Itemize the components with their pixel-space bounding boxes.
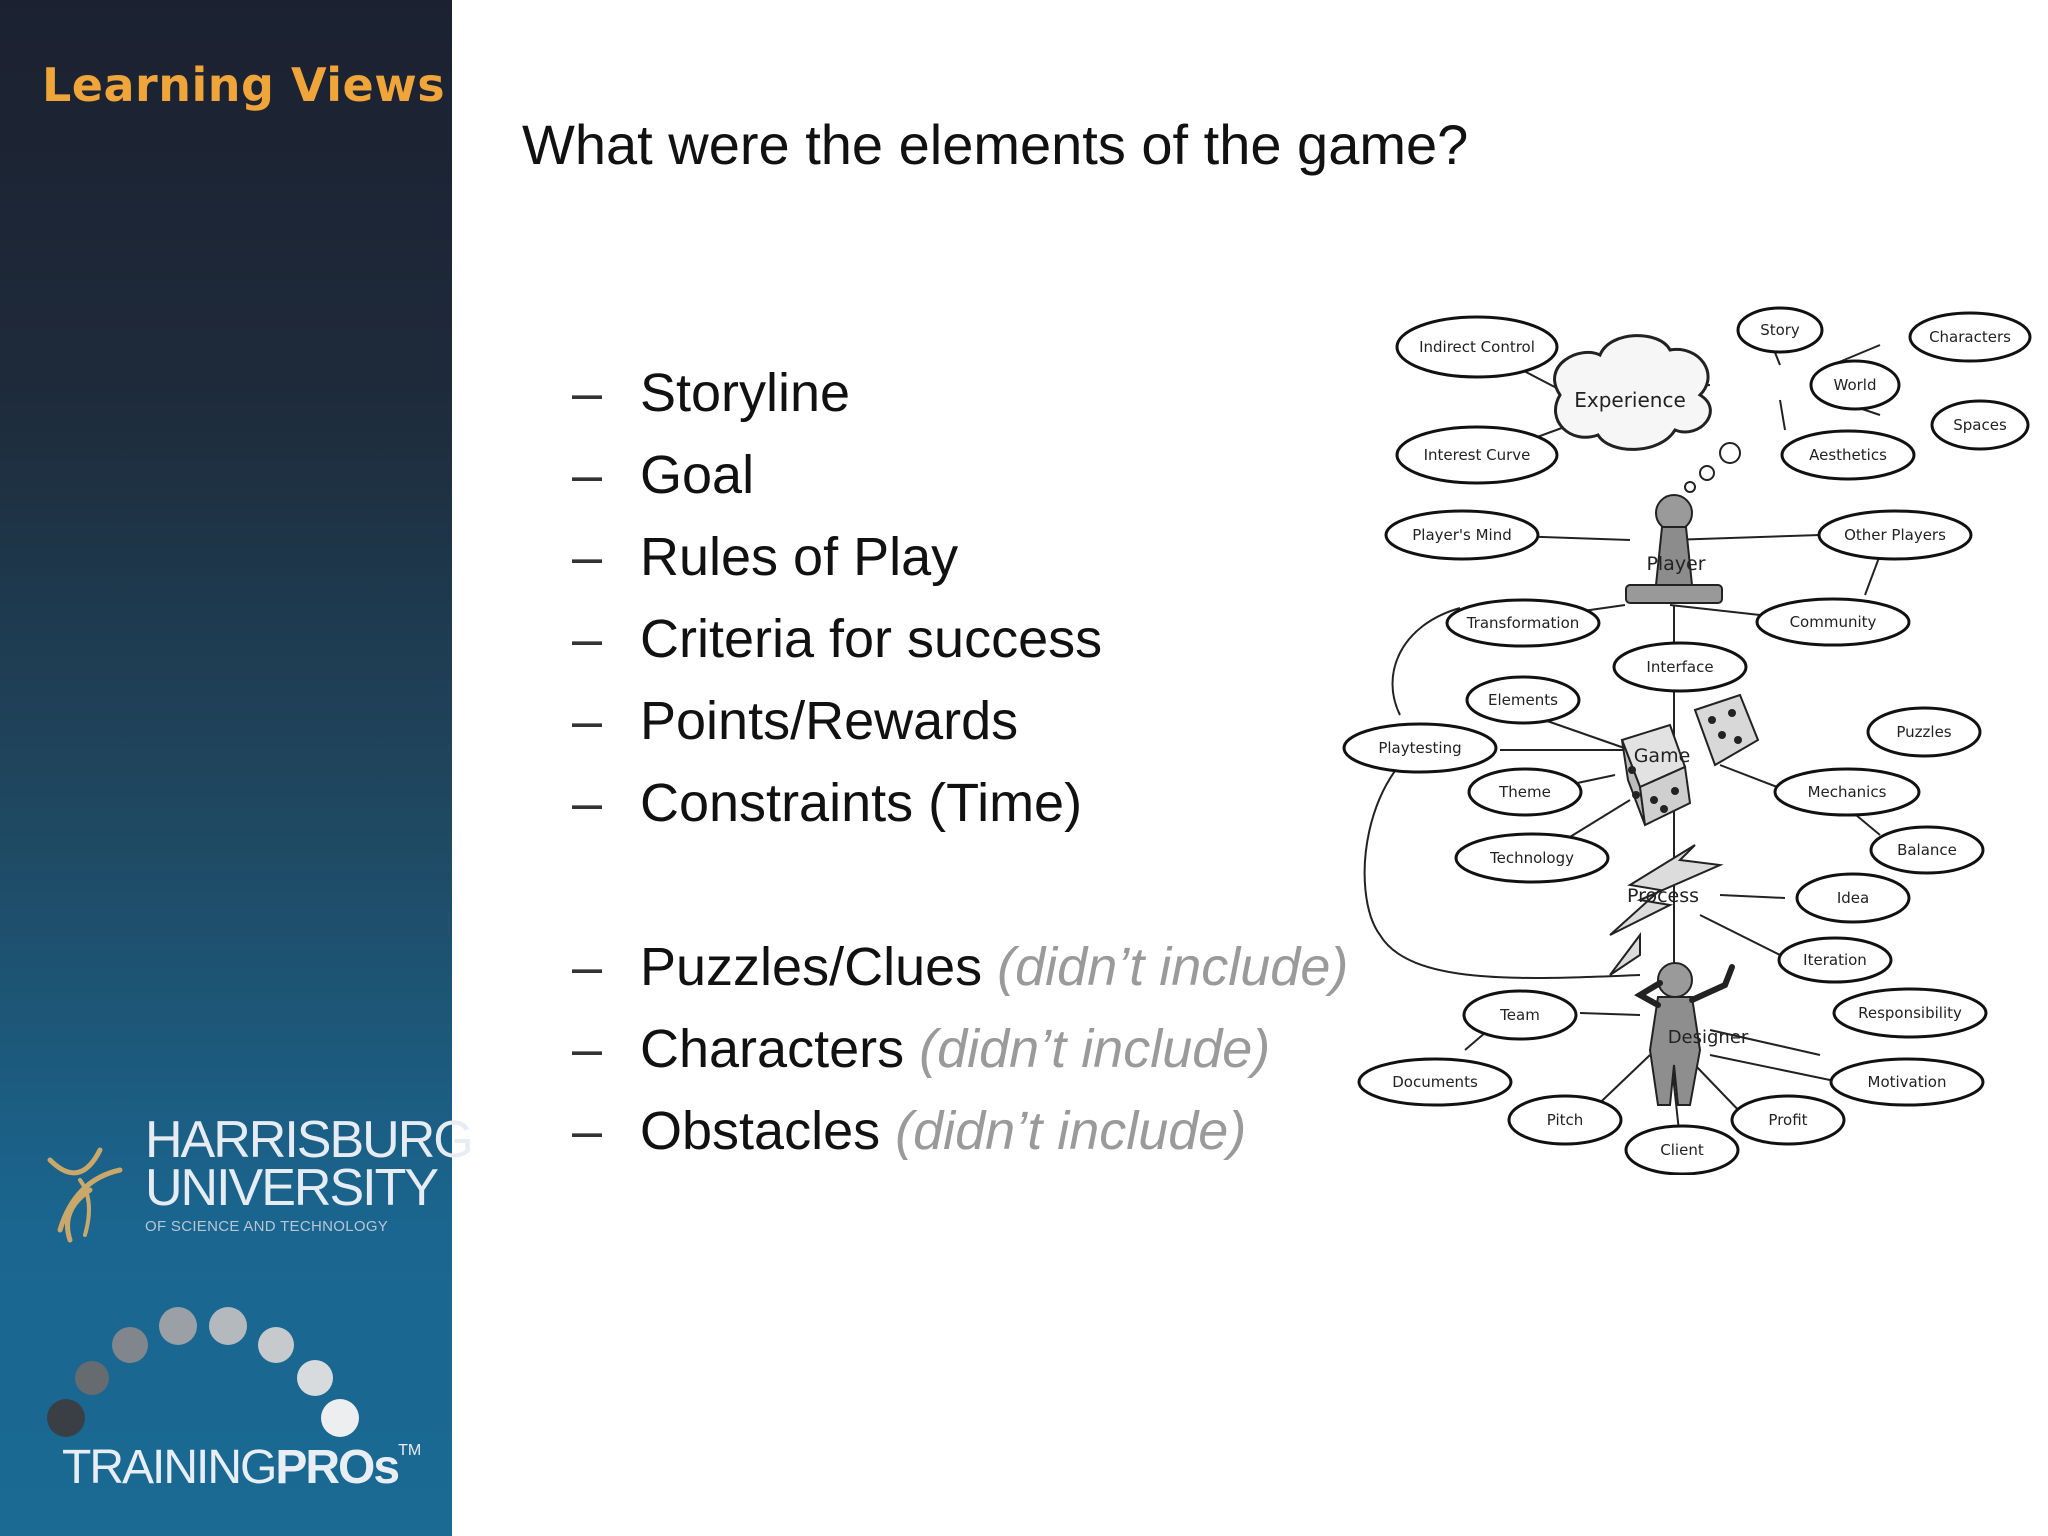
harrisburg-university-logo: HARRISBURG UNIVERSITY OF SCIENCE AND TEC… [40, 1110, 474, 1250]
bullet-dash: – [572, 1101, 603, 1161]
node-characters: Characters [1929, 328, 2011, 346]
bullet-text: Goal [640, 434, 754, 516]
slide-title: What were the elements of the game? [522, 113, 1469, 176]
bullet-dash: – [572, 691, 603, 751]
node-technology: Technology [1489, 849, 1574, 867]
player-pawn-icon: Player [1625, 494, 1723, 604]
trainingpros-tm: TM [398, 1442, 422, 1459]
node-indirect-control: Indirect Control [1419, 338, 1535, 356]
process-bolt-icon: Process [1609, 844, 1724, 976]
node-elements: Elements [1488, 691, 1558, 709]
bullet-label: Goal [640, 445, 755, 505]
node-mechanics: Mechanics [1808, 783, 1887, 801]
bullet-label: Storyline [640, 363, 851, 423]
node-transformation: Transformation [1466, 614, 1580, 632]
node-client: Client [1660, 1141, 1704, 1159]
trainingpros-logo: TRAININGPROsTM [62, 1440, 421, 1495]
node-interest-curve: Interest Curve [1424, 446, 1531, 464]
university-mark-icon [47, 1147, 123, 1243]
bullet-text: Storyline [640, 352, 850, 434]
node-world: World [1834, 376, 1877, 394]
hub-designer: Designer [1668, 1027, 1749, 1048]
bullet-text: Criteria for success [640, 598, 1102, 680]
bullet-label: Constraints (Time) [640, 773, 1083, 833]
game-design-diagram: Experience Player Game Process [1342, 306, 2032, 1175]
bullet-dash: – [572, 609, 603, 669]
bullet-dash: – [572, 363, 603, 423]
node-documents: Documents [1392, 1073, 1478, 1091]
node-idea: Idea [1837, 889, 1869, 907]
trainingpros-light: TRAINING [62, 1441, 277, 1494]
bullet-text: Points/Rewards [640, 680, 1018, 762]
bullet-text: Constraints (Time) [640, 762, 1082, 844]
trainingpros-dots-icon [47, 1307, 359, 1437]
node-motivation: Motivation [1868, 1073, 1947, 1091]
node-puzzles: Puzzles [1896, 723, 1951, 741]
node-team: Team [1499, 1006, 1540, 1024]
node-theme: Theme [1498, 783, 1551, 801]
bullet-dash: – [572, 773, 603, 833]
diagram-node-labels: Indirect Control Story Characters World … [1378, 321, 2011, 1159]
bullet-label: Obstacles [640, 1101, 881, 1161]
node-balance: Balance [1897, 841, 1957, 859]
brand-title: Learning Views [42, 58, 446, 112]
node-profit: Profit [1768, 1111, 1807, 1129]
node-iteration: Iteration [1803, 951, 1867, 969]
node-community: Community [1790, 613, 1877, 631]
designer-figure-icon: Designer [1634, 962, 1749, 1106]
bullet-label: Points/Rewards [640, 691, 1019, 751]
bullet-note: (didn’t include) [919, 1019, 1271, 1079]
game-dice-icon: Game [1620, 693, 1760, 827]
hub-player: Player [1646, 553, 1705, 575]
node-pitch: Pitch [1547, 1111, 1584, 1129]
bullet-label: Characters [640, 1019, 905, 1079]
sidebar: Learning Views HARRISBURG UNIVERSITY OF … [0, 0, 474, 1536]
diagram-nodes [1342, 306, 2032, 1175]
university-name-line1: HARRISBURG [145, 1111, 474, 1169]
bullet-dash: – [572, 937, 603, 997]
node-playtesting: Playtesting [1378, 739, 1461, 757]
hub-experience: Experience [1574, 388, 1686, 412]
experience-cloud: Experience [1553, 334, 1741, 493]
node-spaces: Spaces [1953, 416, 2007, 434]
bullet-note: (didn’t include) [895, 1101, 1247, 1161]
bullet-text: Obstacles (didn’t include) [640, 1090, 1246, 1172]
bullet-text: Puzzles/Clues (didn’t include) [640, 926, 1348, 1008]
hub-process: Process [1627, 885, 1699, 907]
node-responsibility: Responsibility [1858, 1004, 1962, 1022]
university-name-line2: UNIVERSITY [145, 1159, 439, 1217]
trainingpros-bold: PROs [275, 1441, 400, 1494]
hub-game: Game [1634, 745, 1691, 767]
bullet-dash: – [572, 527, 603, 587]
bullet-label: Rules of Play [640, 527, 959, 587]
bullet-dash: – [572, 445, 603, 505]
university-tagline: OF SCIENCE AND TECHNOLOGY [145, 1218, 389, 1235]
node-aesthetics: Aesthetics [1809, 446, 1887, 464]
bullet-label: Puzzles/Clues [640, 937, 983, 997]
bullet-note: (didn’t include) [997, 937, 1349, 997]
bullet-text: Characters (didn’t include) [640, 1008, 1270, 1090]
node-story: Story [1760, 321, 1800, 339]
bullet-dash: – [572, 1019, 603, 1079]
node-interface: Interface [1646, 658, 1713, 676]
bullet-text: Rules of Play [640, 516, 958, 598]
node-players-mind: Player's Mind [1412, 526, 1512, 544]
bullet-label: Criteria for success [640, 609, 1103, 669]
node-other-players: Other Players [1844, 526, 1946, 544]
